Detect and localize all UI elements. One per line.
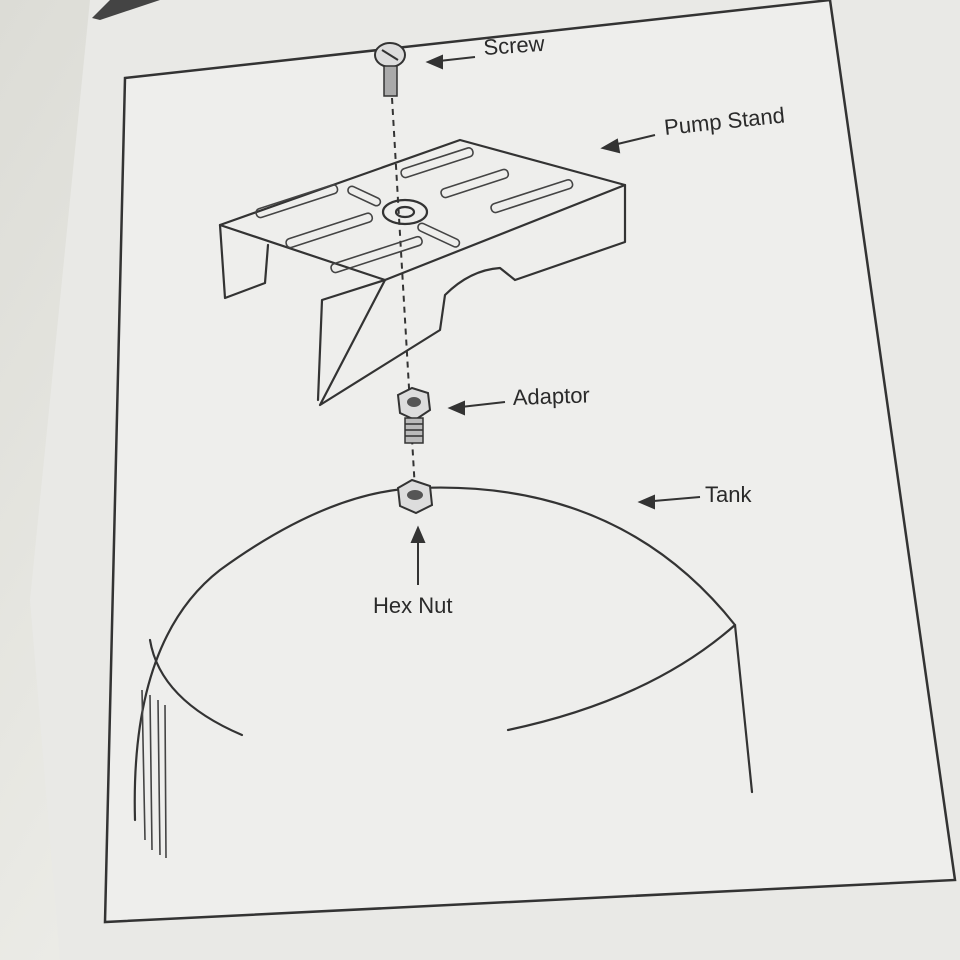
adaptor-icon <box>396 386 432 444</box>
screw-icon <box>374 42 406 97</box>
hex-nut-label: Hex Nut <box>373 593 452 618</box>
header-logo-fragment <box>92 0 160 20</box>
pump-stand-icon <box>218 138 627 407</box>
hex-nut-icon <box>396 478 434 515</box>
diagram-frame <box>103 0 957 924</box>
adaptor-label: Adaptor <box>512 382 590 410</box>
tank-label: Tank <box>705 482 752 507</box>
tank-icon <box>133 486 754 859</box>
screw-label: Screw <box>483 31 546 60</box>
arrows <box>410 54 701 585</box>
